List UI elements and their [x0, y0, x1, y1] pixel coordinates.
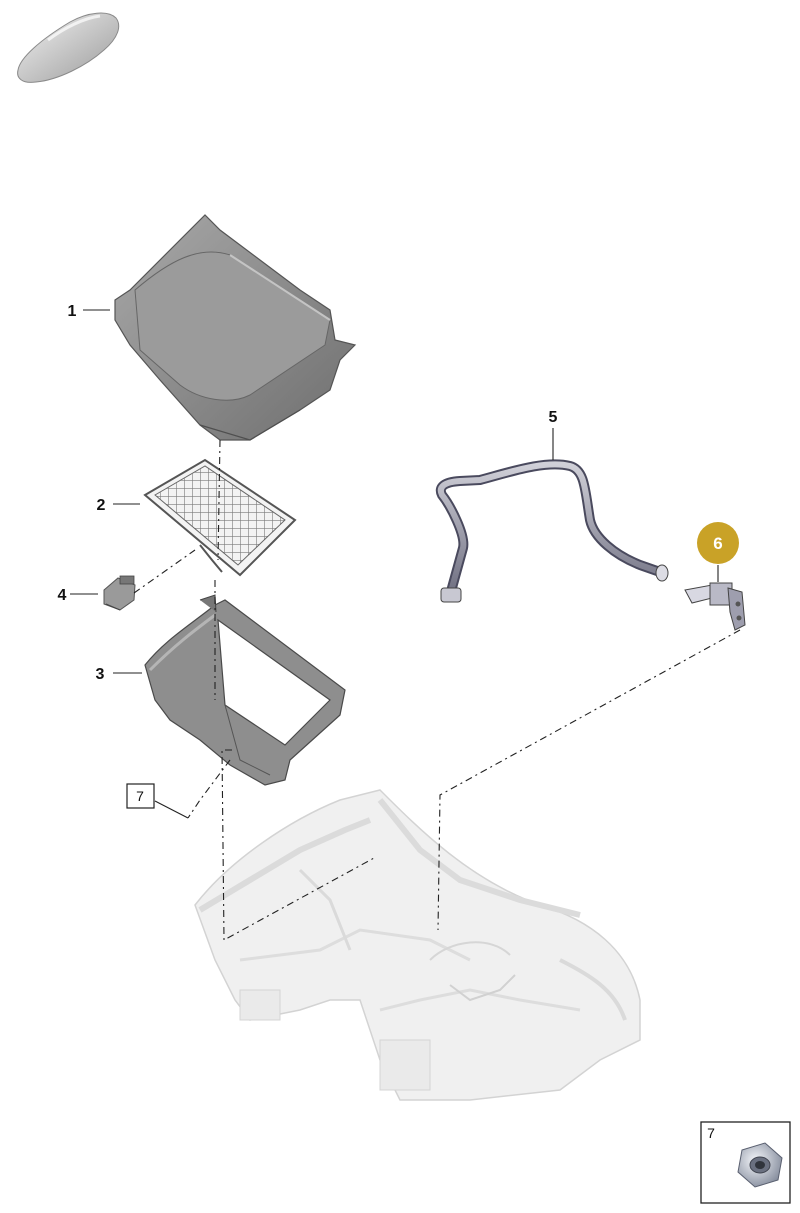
- car-model-icon[interactable]: [17, 12, 120, 83]
- callout-7: 7: [136, 788, 144, 804]
- part-6-valve[interactable]: [684, 582, 746, 631]
- part-5-hose[interactable]: [435, 459, 669, 603]
- part-1-air-filter-housing[interactable]: [114, 214, 357, 441]
- callout-2[interactable]: 2: [97, 497, 106, 514]
- part-2-filter-element[interactable]: [143, 458, 297, 577]
- part-4-clip[interactable]: [103, 575, 136, 611]
- part-3-lower-housing[interactable]: [144, 594, 346, 786]
- nut-icon: [737, 1142, 783, 1188]
- legend-fastener[interactable]: 7: [700, 1121, 791, 1204]
- front-body-structure: [194, 789, 641, 1101]
- callout-4[interactable]: 4: [58, 587, 67, 604]
- callout-1[interactable]: 1: [68, 303, 77, 320]
- callout-6-highlighted[interactable]: 6: [697, 522, 739, 564]
- callouts: 1 2 3 4 5 6 7: [58, 303, 739, 809]
- callout-7-box[interactable]: 7: [126, 783, 155, 809]
- legend-label: 7: [707, 1125, 715, 1141]
- callout-6: 6: [713, 534, 722, 553]
- callout-5[interactable]: 5: [549, 409, 558, 426]
- callout-6-badge: [697, 522, 739, 564]
- callout-3[interactable]: 3: [96, 666, 105, 683]
- assembly-lines: [133, 439, 741, 941]
- leader-lines: [70, 309, 719, 819]
